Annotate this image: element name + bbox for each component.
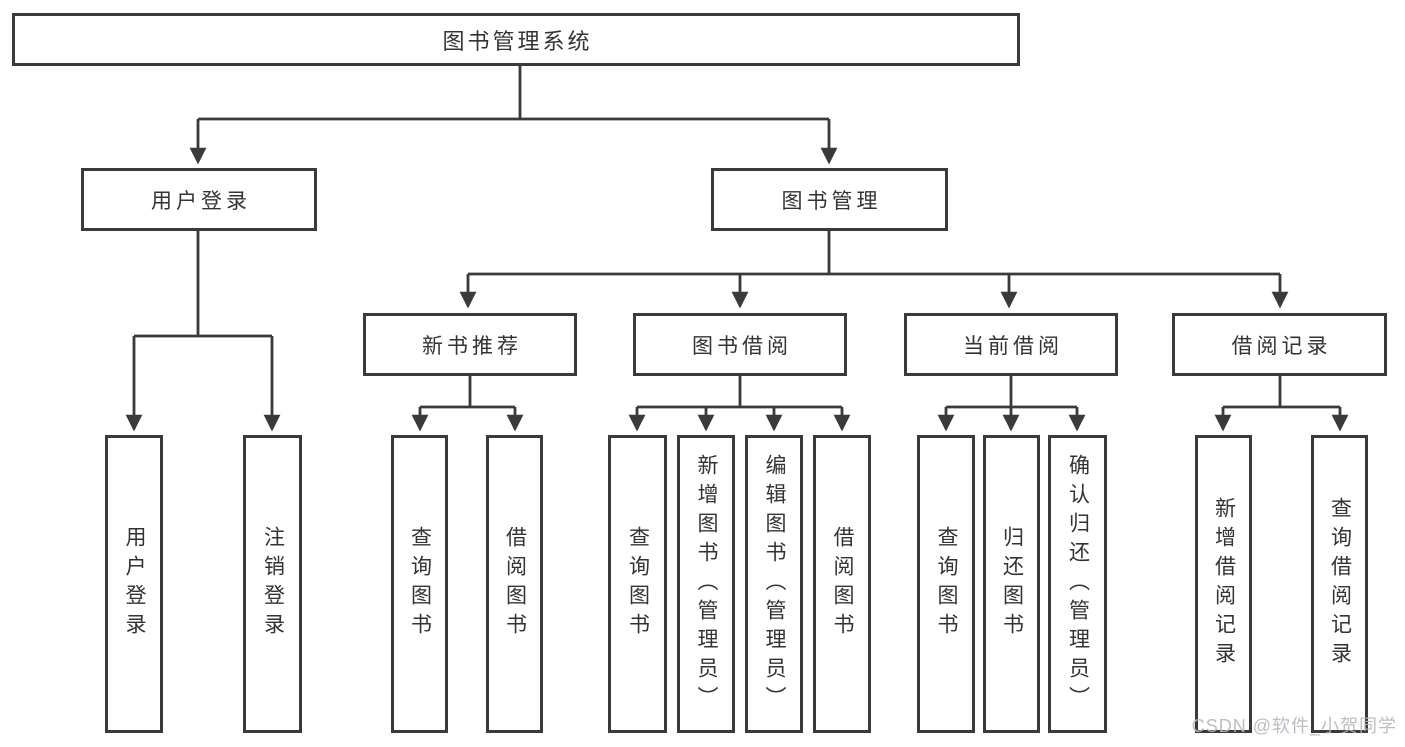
node-book-borrowing: 图书借阅 [633,313,847,376]
node-borrowing-records: 借阅记录 [1172,313,1387,376]
leaf-borrow-books-recommend: 借阅图书 [486,435,543,733]
leaf-add-borrow-record: 新增借阅记录 [1195,435,1252,733]
leaf-query-books-current: 查询图书 [917,435,975,733]
leaf-query-books-recommend: 查询图书 [391,435,448,733]
node-book-management: 图书管理 [711,168,948,231]
leaf-return-books: 归还图书 [983,435,1040,733]
csdn-watermark: CSDN @软件_小贺同学 [1191,716,1397,736]
leaf-borrow-books-borrowing: 借阅图书 [813,435,871,733]
leaf-query-books-borrowing: 查询图书 [608,435,667,733]
node-library-management-system: 图书管理系统 [12,13,1020,66]
leaf-confirm-return-admin: 确认归还（管理员） [1048,435,1107,733]
leaf-query-borrow-record: 查询借阅记录 [1311,435,1368,733]
leaf-add-books-admin: 新增图书（管理员） [677,435,735,733]
leaf-user-login: 用户登录 [105,435,163,733]
node-current-borrowing: 当前借阅 [904,313,1118,376]
leaf-edit-books-admin: 编辑图书（管理员） [745,435,803,733]
leaf-logout: 注销登录 [243,435,302,733]
node-user-login: 用户登录 [81,168,317,231]
node-new-book-recommendation: 新书推荐 [363,313,577,376]
